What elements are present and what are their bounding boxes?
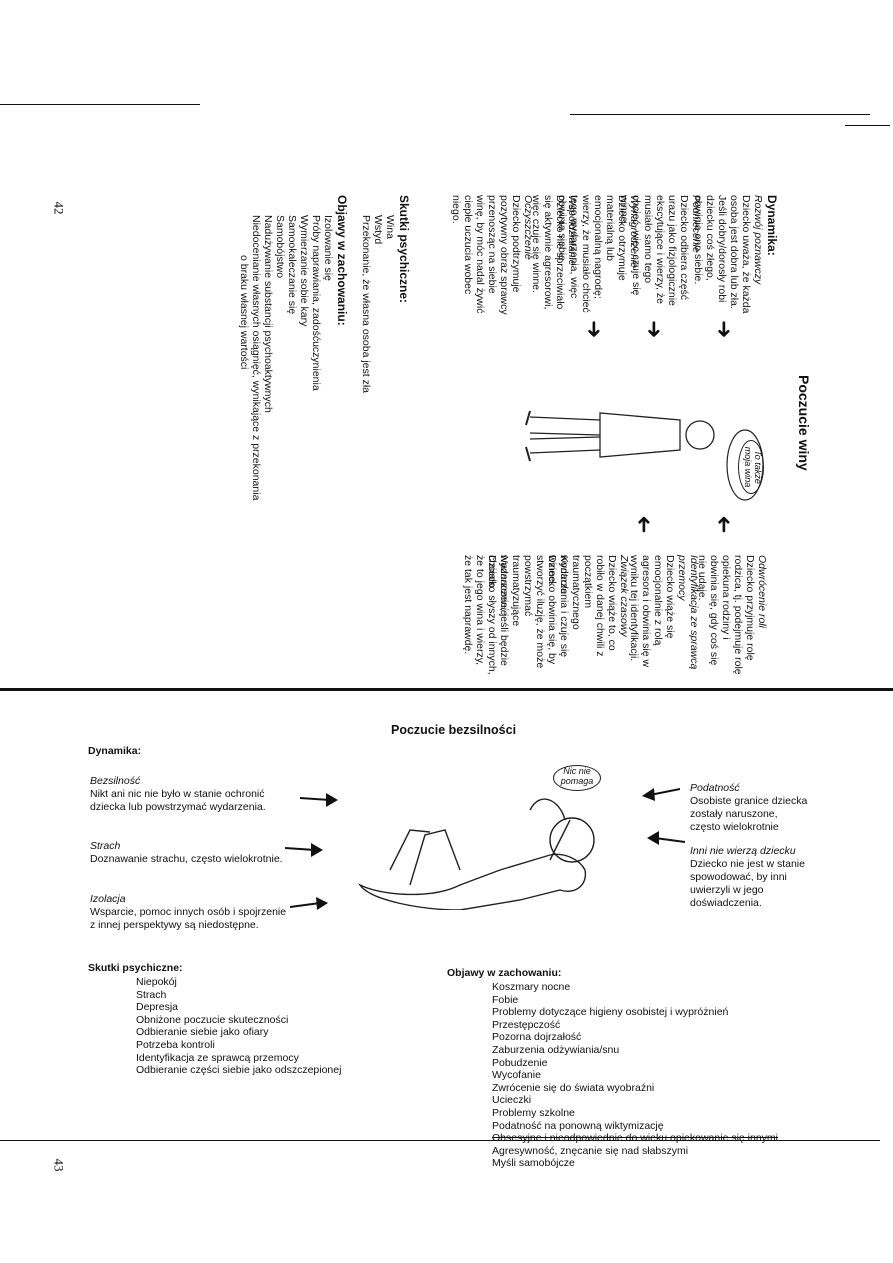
- arrow-icon: [647, 831, 685, 845]
- bottom-left-item: Bezsilność Nikt ani nic nie było w stani…: [90, 775, 266, 813]
- top-dynamics-label: Dynamika:: [765, 195, 779, 256]
- bottom-speech-bubble: Nic nie pomaga: [553, 765, 601, 791]
- arrow-icon: [642, 788, 680, 801]
- arrow-icon: ➜: [642, 320, 667, 339]
- scan-line: [845, 125, 890, 126]
- arrow-icon: ➜: [712, 320, 737, 339]
- scan-line: [570, 114, 870, 115]
- bottom-right-item: Podatność Osobiste granice dziecka zosta…: [690, 782, 808, 833]
- bottom-left-item: Strach Doznawanie strachu, często wielok…: [90, 840, 283, 865]
- top-title: Poczucie winy: [796, 375, 812, 471]
- lying-figure: [357, 798, 595, 910]
- bottom-psych-label: Skutki psychiczne:: [88, 962, 183, 974]
- top-page-rotated: Poczucie winy Dynamika: Rozwój poznawczy…: [70, 195, 812, 675]
- page-number-top: 42: [51, 201, 67, 215]
- bottom-dynamics-label: Dynamika:: [88, 745, 142, 757]
- scan-line: [0, 1140, 880, 1141]
- arrow-icon: [300, 793, 338, 807]
- page-number-bottom: 43: [51, 1158, 67, 1172]
- standing-figure: [525, 410, 764, 501]
- page-divider: [0, 688, 893, 691]
- arrow-icon: ➜: [712, 515, 737, 534]
- arrow-icon: ➜: [632, 515, 657, 534]
- scan-line: [0, 104, 200, 105]
- bottom-right-item: Inni nie wierzą dziecku Dziecko nie jest…: [690, 845, 805, 909]
- bottom-left-item: Izolacja Wsparcie, pomoc innych osób i s…: [90, 893, 287, 931]
- top-psych-label: Skutki psychiczne:: [397, 195, 411, 304]
- top-speech-bubble: To także moja wina: [738, 440, 764, 494]
- arrow-icon: [285, 843, 323, 857]
- bottom-behav-label: Objawy w zachowaniu:: [447, 967, 562, 979]
- arrow-icon: ➜: [582, 320, 607, 339]
- top-behav-label: Objawy w zachowaniu:: [335, 195, 349, 326]
- arrow-icon: [290, 897, 328, 910]
- bottom-title: Poczucie bezsilności: [391, 723, 517, 737]
